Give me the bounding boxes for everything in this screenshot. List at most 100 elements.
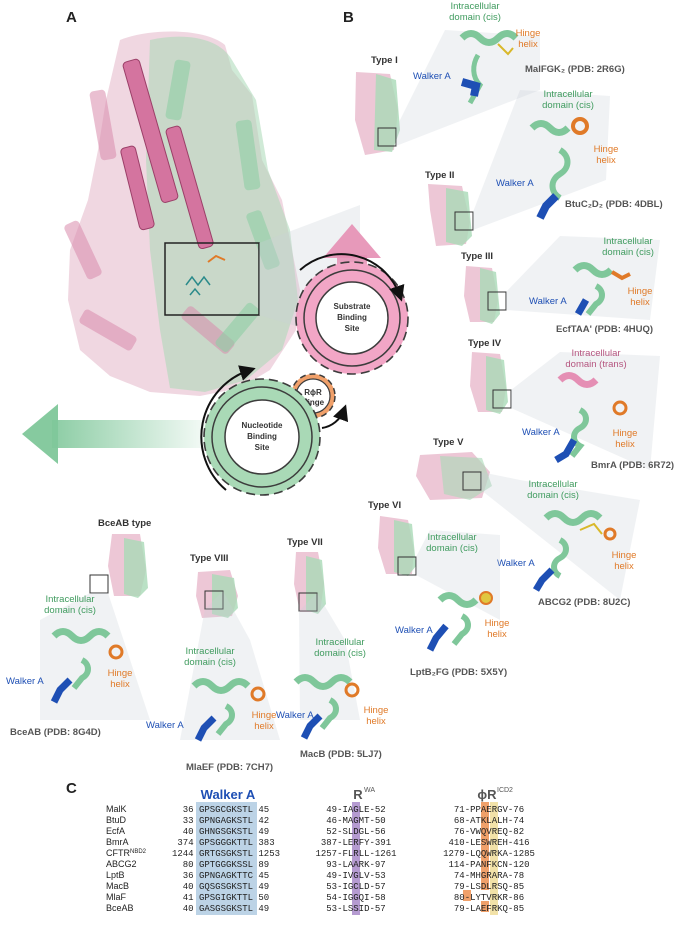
type-4-hinge-line1: Hinge [613,428,638,439]
type-5-name: Type V [433,437,464,448]
rwa-header-main: R [353,787,363,802]
type-6-icd-line2: domain (cis) [426,543,478,554]
gear-substrate-line2: Binding [337,313,367,322]
type-8-icd-line1: Intracellular [185,646,234,657]
type-7-walker: Walker A [276,710,314,721]
alignment-rwa-seq: 53-LSSID-57 [326,904,385,914]
type-3-pdb: EcfTAA' (PDB: 4HUQ) [556,324,653,335]
gear-substrate-line3: Site [345,324,360,333]
type-1-group: Type I Intracellular domain (cis) Hinge … [355,1,625,155]
gear-nucleotide-line2: Binding [247,432,277,441]
type-5-icd-line1: Intracellular [528,479,577,490]
alignment-walker-seq: 36 GPNGAGKTTC 45 [183,871,269,881]
type-2-walker: Walker A [496,178,534,189]
zoom-box-a [164,242,260,316]
type-8-group: Type VIII Intracellular domain (cis) Hin… [146,553,280,773]
type-3-icd-line2: domain (cis) [602,247,654,258]
alignment-rwa-seq: 93-LAARK-97 [326,860,385,870]
type-4-icd-line1: Intracellular [571,348,620,359]
type-4-icd-line2: domain (trans) [565,359,626,370]
gear-nucleotide-line3: Site [255,443,270,452]
gear-nucleotide-binding-site: Nucleotide Binding Site [203,378,321,496]
walker-a-header: Walker A [201,787,256,802]
alignment-protein: LptB [106,870,125,880]
alignment-ricd-seq: 114-PANFKCN-120 [448,860,529,870]
alignment-rwa-seq: 53-IGCLD-57 [326,882,385,892]
type-5-icd-line2: domain (cis) [527,490,579,501]
bceab-icd-line1: Intracellular [45,594,94,605]
type-7-name: Type VII [287,537,323,548]
type-4-walker: Walker A [522,427,560,438]
rwa-header: R WA [353,787,375,802]
walker-a-highlight [196,802,257,915]
bceab-type-group: BceAB type Intracellular domain (cis) Hi… [6,518,151,738]
type-3-walker: Walker A [529,296,567,307]
alignment-protein: BceAB [106,903,134,913]
ricd-phi-highlights [463,802,489,912]
alignment-rwa-seq: 387-LERFY-391 [321,838,391,848]
alignment-rwa-seq: 46-MAGMT-50 [326,816,385,826]
bceab-icd-line2: domain (cis) [44,605,96,616]
bceab-pdb: BceAB (PDB: 8G4D) [10,727,101,738]
type-7-hinge-line2: helix [366,716,386,727]
type-4-hinge-line2: helix [615,439,635,450]
type-4-group: Type IV Intracellular domain (trans) Hin… [468,338,674,471]
alignment-rwa-seq: 49-IAGLE-52 [326,805,385,815]
bceab-walker: Walker A [6,676,44,687]
alignment-ricd-seq: 80-LYTVRKR-86 [454,893,524,903]
bceab-hinge-line1: Hinge [108,668,133,679]
type-7-icd-line2: domain (cis) [314,648,366,659]
type-6-name: Type VI [368,500,401,511]
rwa-header-sup: WA [364,787,375,794]
type-1-walker: Walker A [413,71,451,82]
type-6-hinge-line1: Hinge [485,618,510,629]
alignment-ricd-seq: 79-LSDLRSQ-85 [454,882,524,892]
alignment-protein: MalK [106,804,127,814]
alignment-protein: MacB [106,881,129,891]
alignment-protein: CFTRNBD2 [106,848,147,858]
alignment-walker-seq: 1244 GRTGSGKSTL 1253 [172,849,280,859]
alignment-rwa-seq: 54-IGGQI-58 [326,893,385,903]
type-1-icd-line2: domain (cis) [449,12,501,23]
type-1-name: Type I [371,55,398,66]
type-7-group: Type VII Intracellular domain (cis) Hing… [276,537,388,760]
gear-hinge-title: RϕR [304,388,322,397]
alignment-protein: MlaF [106,892,127,902]
panel-b-label: B [343,9,354,26]
gear-substrate-line1: Substrate [334,302,371,311]
type-3-icd-line1: Intracellular [603,236,652,247]
alignment-rwa-seq: 1257-FLRLL-1261 [315,849,396,859]
alignment-walker-seq: 33 GPNGAGKSTL 42 [183,816,269,826]
alignment-protein-sup: NBD2 [130,849,147,855]
alignment-walker-seq: 40 GHNGSGKSTL 49 [183,827,269,837]
alignment-row: CFTRNBD2 1244 GRTGSGKSTL 1253 1257-FLRLL-1… [106,848,535,859]
type-3-hinge-line2: helix [630,297,650,308]
alignment-walker-seq: 40 GQSGSGKSTL 49 [183,882,269,892]
alignment-ricd-seq: 76-VWQVREQ-82 [454,827,524,837]
type-2-pdb: BtuC₂D₂ (PDB: 4DBL) [565,199,663,210]
type-1-pdb: MalFGK₂ (PDB: 2R6G) [525,64,625,75]
alignment-row: MacB 40 GQSGSGKSTL 49 53-IGCLD-57 79-LSDLRS… [106,881,524,892]
type-7-hinge-line1: Hinge [364,705,389,716]
type-2-icd-line2: domain (cis) [542,100,594,111]
type-6-walker: Walker A [395,625,433,636]
type-8-walker: Walker A [146,720,184,731]
type-8-pdb: MlaEF (PDB: 7CH7) [186,762,273,773]
type-3-group: Type III Intracellular domain (cis) Hing… [461,236,660,335]
type-5-hinge-line2: helix [614,561,634,572]
alignment-protein: BtuD [106,815,127,825]
green-direction-arrow [22,404,212,464]
type-2-name: Type II [425,170,454,181]
alignment-protein: BmrA [106,837,129,847]
alignment-protein: EcfA [106,826,125,836]
type-6-group: Type VI Intracellular domain (cis) Hinge… [368,500,509,678]
rotation-arrows [200,253,405,491]
type-3-hinge-line1: Hinge [628,286,653,297]
alignment-ricd-seq: 410-LESWREH-416 [448,838,529,848]
